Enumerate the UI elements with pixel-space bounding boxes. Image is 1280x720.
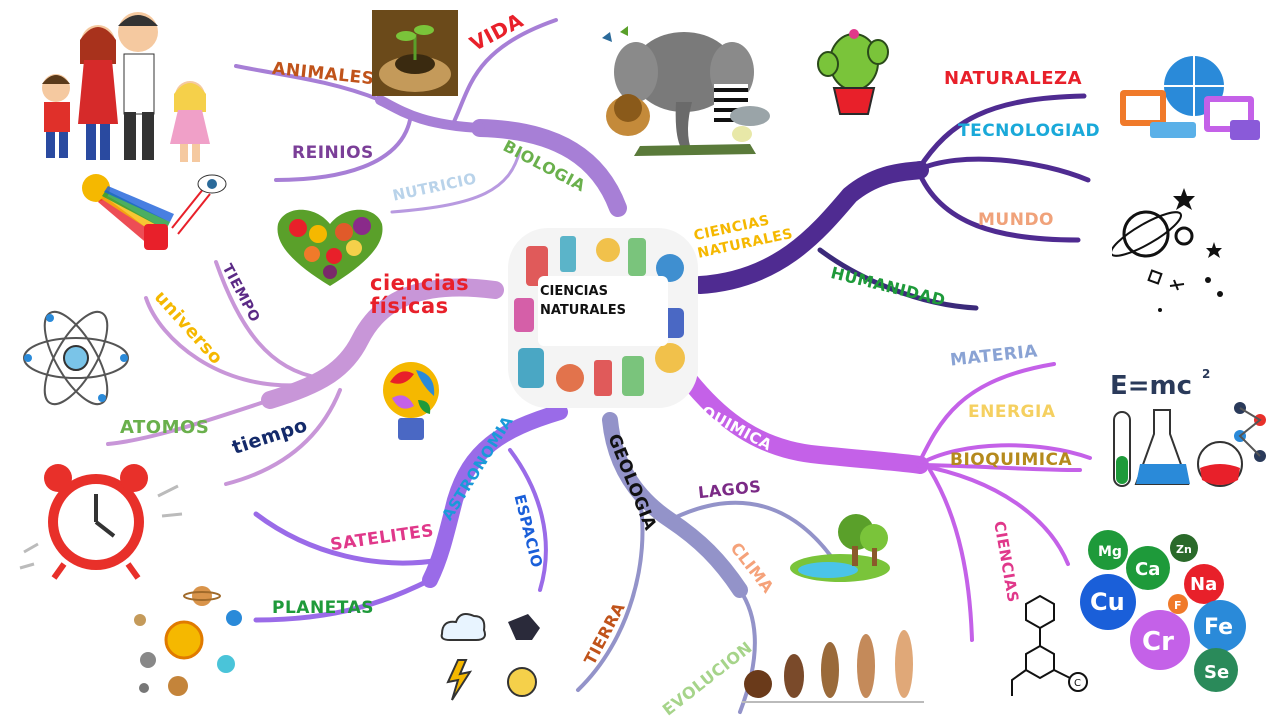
human-evolution-icon [742, 630, 924, 703]
node-energia: ENERGIA [968, 402, 1056, 422]
element-ca: Ca [1135, 559, 1160, 580]
molecule-structure-icon: C [1011, 594, 1088, 696]
node-tecnologiad: TECNOLOGIAD [958, 121, 1101, 141]
cactus-icon [817, 29, 889, 115]
node-mundo: MUNDO [978, 210, 1055, 230]
branch-label-ciencias-fisicas: ciencias físicas [370, 271, 470, 319]
center-node [508, 228, 698, 408]
chemistry-lab-icon: E=mc 2 [1110, 367, 1266, 487]
planets-sketch-icon [1112, 188, 1223, 312]
branch-fisicas-line2: físicas [370, 294, 449, 319]
branch-geologia-lines [576, 412, 832, 714]
computers-icon [1120, 56, 1260, 140]
element-se: Se [1204, 662, 1229, 683]
element-mg: Mg [1098, 544, 1122, 560]
branch-fisicas-line1: ciencias [370, 271, 470, 295]
node-atomos: ATOMOS [120, 417, 210, 438]
node-bioquimica: BIOQUIMICA [950, 450, 1073, 470]
center-node-title: CIENCIAS NATURALES [540, 283, 626, 321]
branch-astronomia-lines [253, 404, 568, 623]
lab-equipment-collage-icon [508, 228, 698, 408]
element-zn: Zn [1176, 543, 1192, 556]
branch-biologia-lines [234, 18, 627, 217]
weather-icons-icon [440, 613, 540, 701]
element-f: F [1174, 599, 1182, 612]
molecule-label-c: C [1074, 678, 1081, 689]
wild-animals-icon [602, 26, 770, 156]
element-fe: Fe [1204, 615, 1233, 640]
node-naturaleza: NATURALEZA [944, 68, 1083, 89]
light-prism-eye-icon [82, 174, 227, 250]
element-na: Na [1190, 574, 1217, 595]
node-reinios: REINIOS [292, 143, 374, 163]
atom-icon [23, 310, 129, 406]
branch-quimica-lines [676, 362, 1092, 642]
branch-naturales-lines [691, 93, 1091, 311]
lake-park-icon [790, 514, 890, 582]
solar-system-icon [134, 586, 242, 696]
element-cu: Cu [1090, 588, 1125, 616]
center-title-line2: NATURALES [540, 302, 626, 318]
plant-in-hands-icon [372, 10, 458, 96]
emc-exponent: 2 [1202, 367, 1210, 381]
family-icon [42, 12, 210, 162]
element-cr: Cr [1142, 627, 1174, 657]
chemical-elements-spheres-icon: Mg Ca Zn Na Cu F Fe Cr Se [1080, 530, 1246, 692]
alarm-clock-icon [19, 464, 183, 580]
center-title-line1: CIENCIAS [540, 284, 608, 299]
node-planetas: PLANETAS [272, 598, 374, 618]
emc-formula: E=mc [1110, 371, 1192, 401]
branch-fisicas-lines [106, 260, 504, 486]
fruit-heart-icon [277, 209, 383, 286]
lightbulb-icon [383, 362, 439, 440]
